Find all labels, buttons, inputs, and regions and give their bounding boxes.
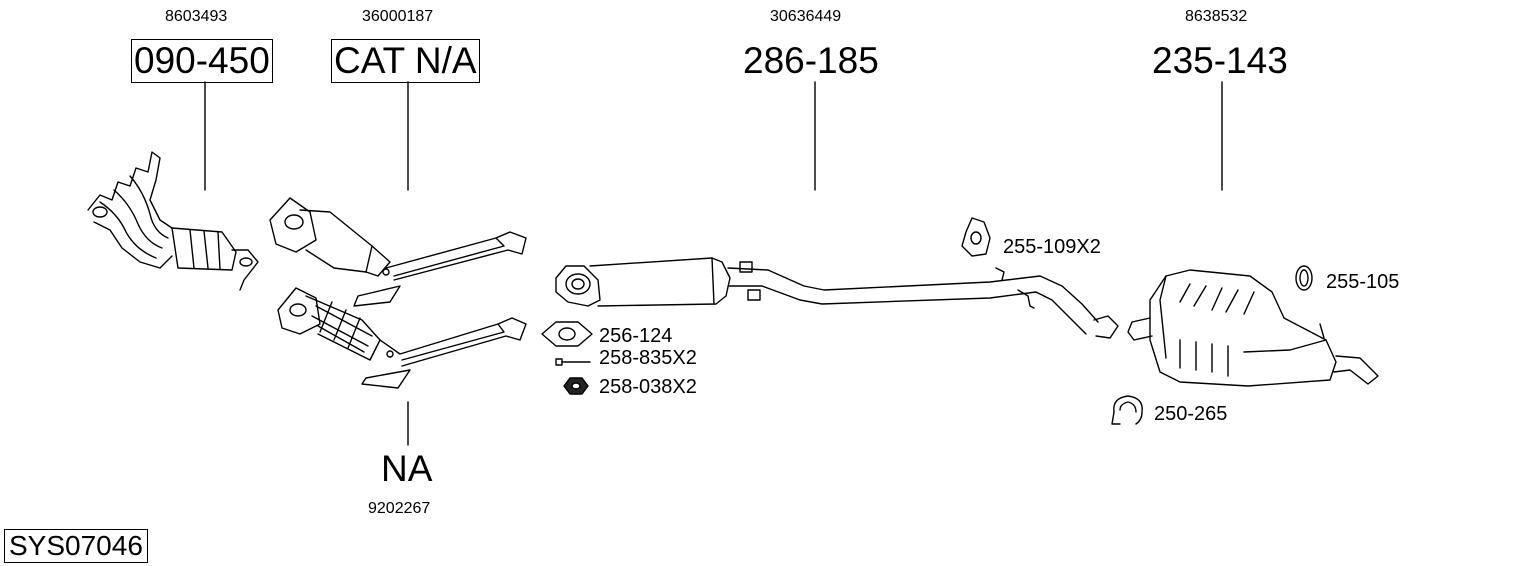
ring-icon xyxy=(1295,265,1313,291)
accessory-label-250-265: 250-265 xyxy=(1154,403,1228,425)
exhaust-manifold-icon xyxy=(87,151,259,291)
part-number-na: NA xyxy=(381,448,433,489)
middle-silencer-icon xyxy=(555,257,1119,339)
gasket-icon xyxy=(541,321,593,347)
ref-number-catalyst: 36000187 xyxy=(362,8,434,25)
accessory-label-258-038x2: 258-038X2 xyxy=(599,376,697,398)
accessory-label-258-835x2: 258-835X2 xyxy=(599,347,697,369)
lower-catalytic-pipe-icon xyxy=(277,287,527,389)
part-number-090-450: 090-450 xyxy=(131,39,273,83)
system-code: SYS07046 xyxy=(4,529,148,563)
ref-number-manifold: 8603493 xyxy=(165,8,228,25)
accessory-label-256-124: 256-124 xyxy=(599,325,673,347)
rubber-hanger-icon xyxy=(961,217,991,257)
ref-number-rear-silencer: 8638532 xyxy=(1185,8,1248,25)
nut-icon xyxy=(563,377,589,395)
part-number-cat-na: CAT N/A xyxy=(331,39,480,83)
ref-number-middle-silencer: 30636449 xyxy=(770,8,842,25)
ref-number-lower-catalyst: 9202267 xyxy=(368,500,431,517)
catalytic-converter-pipe-icon xyxy=(269,197,527,307)
part-number-235-143: 235-143 xyxy=(1152,40,1288,81)
bolt-icon xyxy=(555,358,591,366)
accessory-label-255-105: 255-105 xyxy=(1326,271,1400,293)
part-number-286-185: 286-185 xyxy=(743,40,879,81)
clamp-icon xyxy=(1111,395,1143,425)
rear-silencer-icon xyxy=(1127,269,1379,387)
accessory-label-255-109x2: 255-109X2 xyxy=(1003,236,1101,258)
